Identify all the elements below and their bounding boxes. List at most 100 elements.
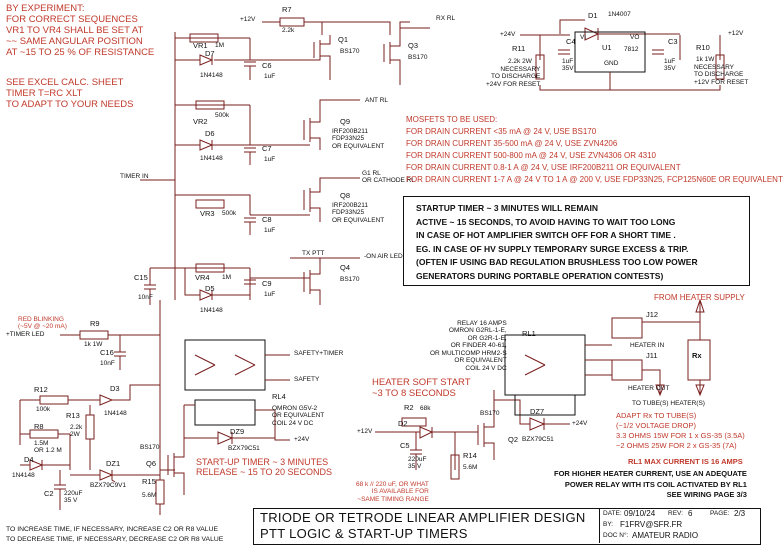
wire [175,194,251,215]
r7-label: R7 [282,5,292,14]
part-line: IRF200B211 [332,128,369,135]
c6-label: C6 [262,61,272,70]
r10-desc: NECESSARY TO DISCHARGE +12V FOR RESET [694,64,748,86]
experiment-note: BY EXPERIMENT: FOR CORRECT SEQUENCES VR1… [6,3,154,59]
c4-value: 1uF 35V [562,58,574,73]
note-line: GENERATORS DURING PORTABLE OPERATION CON… [416,270,664,281]
rx-rl-label: RX RL [436,15,456,22]
r7-resistor [279,17,305,27]
desc-line: OR MULTICOMP HRM2-S [430,349,507,357]
note-line: HEATER SOFT START [372,377,471,388]
q1-label: Q1 [338,35,349,44]
note-line: POWER RELAY WITH ITS COIL ACTIVATED BY R… [564,479,747,489]
d2-diode [419,426,434,439]
wire [539,35,721,60]
q4-part: BS170 [340,276,360,283]
desc-line: RELAY 16 AMPS [457,320,507,327]
c2-label: C2 [44,489,54,498]
vr2-value: 500k [215,112,230,119]
to-tubes-label: TO TUBE(S) HEATER(S) [632,400,705,407]
note-line: ACTIVE ~ 15 SECONDS, TO AVOID HAVING TO … [416,216,676,227]
d7-label: D7 [205,49,215,58]
note-line: ADAPT Rx TO TUBE(S) [616,411,697,420]
r14-label: R14 [463,451,477,460]
rx-resistor [687,339,711,381]
wire [655,298,705,397]
part-line: FDP33N25 [332,135,365,143]
c3-label: C3 [668,37,678,46]
heater-soft-note: HEATER SOFT START ~3 TO 8 SECONDS [372,377,471,400]
d4-part: 1N4148 [12,472,35,479]
d7-diode [199,54,214,66]
c2-cap [54,484,66,490]
value-line: 35 V [64,497,78,505]
note-line: TIMER T=RC XLT [6,87,83,99]
c15-label: C15 [134,273,148,282]
d1-diode [584,27,600,41]
d3-diode [99,394,114,406]
c7-value: 1uF [264,156,276,163]
c5-value: 220uF 35 V [408,456,426,471]
vr2-label: VR2 [193,117,208,126]
desc-line: OR EQUIVALENT [272,412,325,420]
rl4-relay [184,339,266,391]
q6-label: Q6 [146,459,157,468]
tx-ptt-label: TX PTT [302,250,325,257]
r12-resistor [39,395,69,405]
date-value: 09/10/24 [624,509,656,518]
d1-label: D1 [588,11,598,20]
c15-cap [144,284,156,290]
desc-line: COIL 24 V DC [272,419,314,427]
c7-cap [244,147,256,153]
c8-cap [244,217,256,223]
r11-label: R11 [512,44,526,53]
r10-value: 1k 1W [696,56,715,63]
note-line: 3.3 OHMS 15W FOR 1 x GS-35 (3.5A) [616,431,745,440]
r2-value: 68k [420,405,431,412]
note-line: ~2 OHMS 25W FOR 2 x GS-35 (7A) [616,441,737,450]
wire [159,335,175,471]
c9-label: C9 [262,279,272,288]
note-line: (~1/2 VOLTAGE DROP) [616,421,696,430]
value-line: 220uF [64,490,83,497]
doc-value: AMATEUR RADIO [632,531,699,540]
c4-label: C4 [566,37,576,46]
doc-label: DOC N°: [603,532,629,539]
r8-value: 1.5M OR 1.2 M [34,440,62,455]
startup-note-box: STARTUP TIMER ~ 3 MINUTES WILL REMAIN AC… [403,196,750,286]
plus12-out: +12V [728,30,744,37]
r2-resistor [401,417,427,427]
d6-part: 1N4148 [200,155,223,162]
title-block-info: DATE: 09/10/24 REV: 6 PAGE: 2/3 BY: F1FR… [599,508,761,543]
r10-resistor [715,54,725,80]
desc-line: OMRON G5V-2 [272,405,318,412]
relay16-desc: RELAY 16 AMPS OMRON G2RL-1-E, OR G2R-1-E… [430,320,507,372]
dz7-label: DZ7 [530,407,545,416]
part-line: FDP33N25 [332,209,365,217]
desc-line: OMRON G2RL-1-E, [448,327,507,335]
desc-line: NECESSARY [694,64,734,71]
c2-value: 220uF 35 V [64,490,82,505]
q2-mosfet [477,390,495,460]
d6-diode [199,139,214,151]
part-line: OR EQUIVALENT [332,216,385,224]
timer-in-label: TIMER IN [120,173,149,180]
wire [539,72,721,91]
note-line: START-UP TIMER ~ 3 MINUTES [196,457,329,467]
desc-line: NECESSARY [500,66,541,73]
vr1-label: VR1 [193,41,208,50]
note-line: VR1 TO VR4 SHALL BE SET AT [6,24,144,36]
d5-part: 1N4148 [200,307,223,314]
safety-timer-label: SAFETY+TIMER [294,350,344,357]
vr1-resistor [189,33,219,43]
note-line: IS AVAILABLE FOR [371,488,429,496]
vr4-label: VR4 [195,273,210,282]
dz7-zener [529,417,546,431]
wire [184,268,200,296]
r11-value: 2.2k 2W [508,58,532,65]
r14-value: 5.6M [463,464,478,471]
dz1-zener [99,469,116,483]
note-line: (OFTEN IF USING BAD REGULATION BRUSHLESS… [416,257,698,267]
c15-value: 10nF [138,294,153,301]
r15-resistor [155,479,165,505]
